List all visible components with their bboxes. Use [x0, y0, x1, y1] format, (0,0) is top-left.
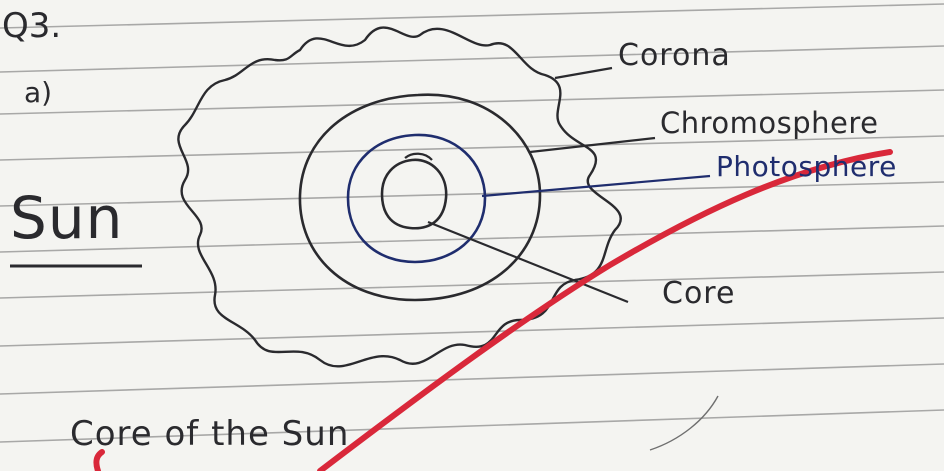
part-label: a)	[24, 76, 52, 109]
rule-line	[0, 182, 944, 206]
caption-heading: Core of the Sun	[70, 414, 349, 454]
label-corona: Corona	[618, 38, 731, 73]
label-chromosphere: Chromosphere	[660, 106, 879, 140]
label-photosphere: Photosphere	[716, 150, 897, 183]
corona-outline	[178, 28, 620, 367]
chromosphere-leader-line	[530, 138, 655, 152]
rule-line	[0, 364, 944, 394]
rule-line	[0, 46, 944, 72]
label-core: Core	[662, 276, 735, 311]
core-circle	[382, 160, 446, 228]
rule-line	[0, 318, 944, 346]
core-leader-line	[428, 222, 628, 302]
rule-line	[0, 4, 944, 28]
sun-title: Sun	[10, 184, 123, 252]
rule-line	[0, 272, 944, 298]
corona-leader-line	[555, 68, 612, 78]
pencil-stroke	[650, 396, 718, 450]
ruled-lines	[0, 4, 944, 442]
question-number: Q3.	[2, 6, 61, 46]
